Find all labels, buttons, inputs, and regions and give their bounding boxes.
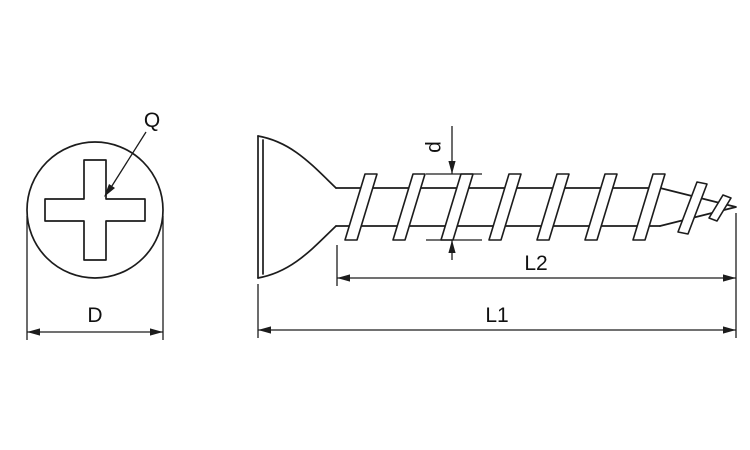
head-diameter-label: D (87, 304, 102, 327)
head-bottom-curve (257, 225, 337, 279)
thread-crest-tip (677, 181, 708, 235)
head-diameter-arrow-right (150, 328, 163, 336)
recess-leader-line (109, 131, 147, 190)
thread-crest (584, 173, 618, 241)
phillips-cross-recess (44, 159, 146, 261)
head-diameter-arrow-left (27, 328, 40, 336)
thread-crest (536, 173, 570, 241)
dimension-overall-length: L1 (257, 284, 736, 338)
head-circle (26, 141, 164, 279)
dimension-thread-diameter: d (422, 126, 482, 260)
dimension-head-diameter: D (26, 216, 164, 340)
thread-length-arrow-left (337, 274, 350, 282)
thread-length-arrow-right (723, 274, 736, 282)
thread-diameter-arrow-top (448, 161, 456, 174)
head-top-curve (257, 135, 337, 189)
overall-length-arrow-right (723, 326, 736, 334)
recess-label: Q (144, 109, 160, 132)
thread-crest (488, 173, 522, 241)
thread-crest (440, 173, 474, 241)
dimension-recess: Q (104, 109, 160, 197)
thread-diameter-arrow-bottom (448, 240, 456, 253)
thread-crest (392, 173, 426, 241)
dimension-thread-length: L2 (336, 213, 737, 338)
thread-diameter-label: d (422, 141, 445, 153)
bugle-head (257, 135, 337, 279)
recess-leader-arrow (104, 184, 115, 197)
thread-crest (344, 173, 378, 241)
head-front-view: Q D (26, 109, 164, 340)
thread-length-label: L2 (524, 252, 547, 275)
thread-crests (344, 173, 732, 241)
thread-crest (632, 173, 666, 241)
screw-side-view: d L2 L1 (257, 126, 737, 338)
thread-crest-point (708, 194, 732, 222)
overall-length-label: L1 (485, 304, 508, 327)
overall-length-arrow-left (258, 326, 271, 334)
